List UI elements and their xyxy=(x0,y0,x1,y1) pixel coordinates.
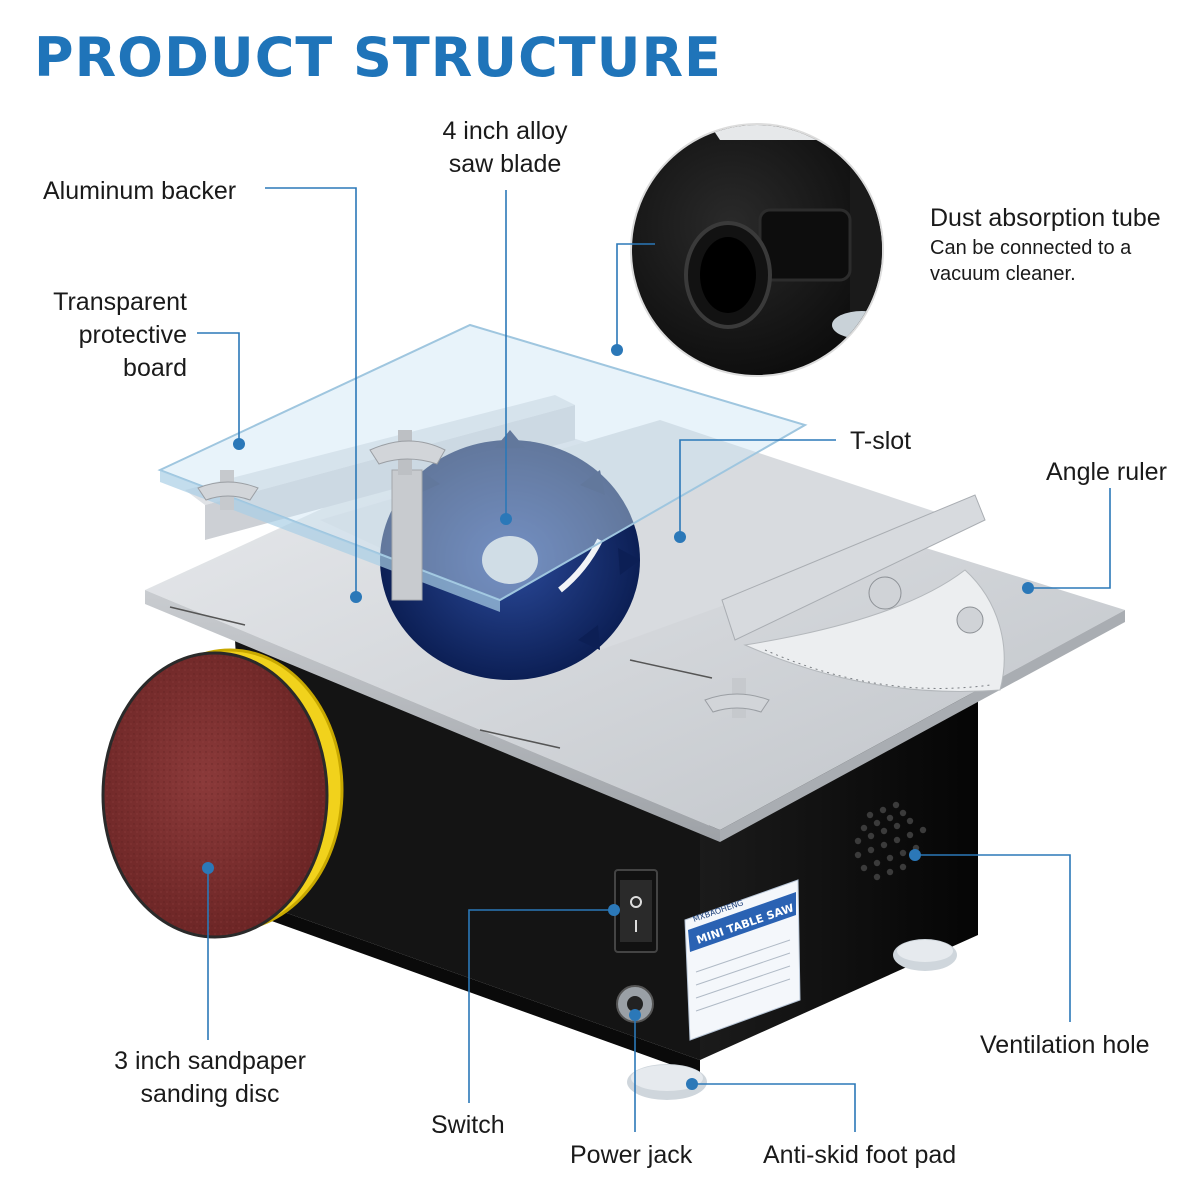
label-dust-tube: Dust absorption tube Can be connected to… xyxy=(930,202,1161,287)
sanding-disc-icon xyxy=(101,648,344,939)
page-title: PRODUCT STRUCTURE xyxy=(34,26,722,89)
label-dust-tube-title: Dust absorption tube xyxy=(930,204,1161,232)
label-anti-skid: Anti-skid foot pad xyxy=(763,1141,957,1169)
label-aluminum-backer: Aluminum backer xyxy=(43,177,237,205)
vacuum-tube-icon xyxy=(630,123,884,377)
label-transparent-line3: board xyxy=(123,354,187,382)
label-ventilation-hole: Ventilation hole xyxy=(980,1031,1150,1059)
label-dust-tube-line2: vacuum cleaner. xyxy=(930,263,1076,285)
label-t-slot: T-slot xyxy=(850,427,912,455)
label-power-jack: Power jack xyxy=(570,1141,693,1169)
label-transparent-board: Transparent protective board xyxy=(30,286,187,385)
label-sanding-line1: 3 inch sandpaper xyxy=(114,1047,306,1075)
label-sanding-disc: 3 inch sandpaper sanding disc xyxy=(95,1045,325,1111)
angle-ruler xyxy=(721,494,1005,693)
wing-nut-front xyxy=(704,678,770,718)
rocker-switch-icon xyxy=(614,869,658,953)
label-saw-blade-line1: 4 inch alloy xyxy=(442,117,568,145)
wing-nut-center xyxy=(369,430,446,601)
label-saw-blade-line2: saw blade xyxy=(448,150,562,178)
label-transparent-line2: protective xyxy=(78,321,187,349)
blade-icon xyxy=(380,430,640,680)
product-sticker: MXBAOHENG MINI TABLE SAW xyxy=(684,879,801,1041)
power-jack-icon xyxy=(616,985,654,1023)
label-dust-tube-line1: Can be connected to a xyxy=(930,237,1132,259)
label-switch: Switch xyxy=(431,1111,505,1139)
label-angle-ruler: Angle ruler xyxy=(1046,458,1167,486)
label-transparent-line1: Transparent xyxy=(53,288,187,316)
wing-nut-left xyxy=(197,470,259,510)
label-sanding-line2: sanding disc xyxy=(140,1080,280,1108)
label-saw-blade: 4 inch alloy saw blade xyxy=(420,115,590,181)
